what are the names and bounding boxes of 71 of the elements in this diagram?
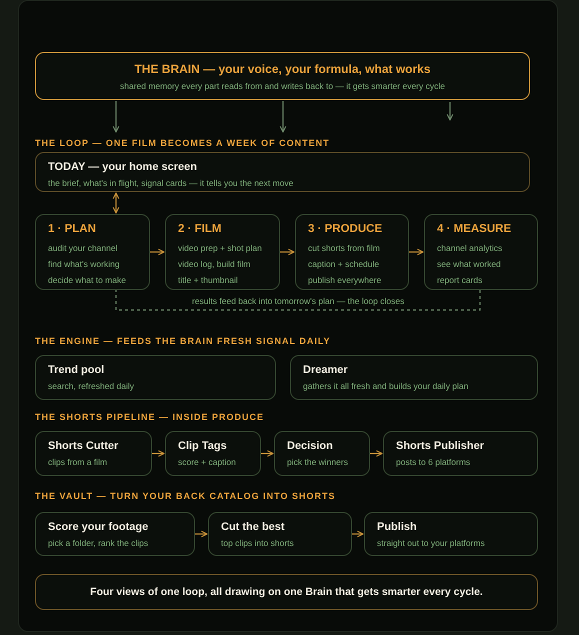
process-box	[364, 512, 538, 556]
node-description: the brief, what's in flight, signal cards — it tells you the next move	[48, 178, 294, 188]
node-description: search, refreshed daily	[48, 381, 135, 392]
arrow	[152, 450, 165, 457]
node-description: find what's working	[48, 259, 121, 270]
process-box	[35, 431, 152, 476]
node-title: Cut the best	[221, 521, 286, 533]
node-title: Trend pool	[48, 364, 106, 376]
node-title: Decision	[287, 440, 334, 452]
node-description: decide what to make	[48, 275, 127, 286]
process-box	[35, 355, 276, 400]
section-heading: THE ENGINE — FEEDS THE BRAIN FRESH SIGNAL DAILY	[35, 336, 331, 346]
process-box	[290, 355, 538, 400]
arrow	[352, 530, 364, 538]
node-title: Shorts Publisher	[396, 440, 486, 452]
node-description: report cards	[437, 275, 484, 286]
step-box	[424, 214, 538, 290]
node-description: straight out to your platforms	[377, 538, 486, 548]
step-box	[165, 214, 280, 290]
node-description: publish everywhere	[308, 275, 382, 286]
node-description: cut shorts from film	[308, 243, 381, 254]
arrow	[370, 450, 383, 457]
node-description: title + thumbnail	[178, 275, 239, 286]
node-description: audit your channel	[48, 243, 118, 254]
node-title: Four views of one loop, all drawing on one Brain that gets smarter every cycle.	[89, 586, 484, 598]
node-description: shared memory every part reads from and writes back to — it gets smarter every cycle	[118, 81, 446, 92]
node-description: video log, build film	[178, 259, 252, 270]
home-screen-box	[35, 152, 530, 192]
process-box	[165, 431, 261, 476]
node-title: Score your footage	[48, 521, 150, 533]
section-heading: THE SHORTS PIPELINE — INSIDE PRODUCE	[35, 412, 264, 422]
summary-box	[35, 574, 538, 610]
node-title: TODAY — your home screen	[48, 161, 198, 173]
node-description: gathers it all fresh and builds your daily plan	[303, 381, 470, 392]
node-description: clips from a film	[48, 457, 108, 468]
step-box	[295, 214, 409, 290]
arrow	[280, 101, 286, 133]
arrow	[150, 248, 165, 256]
node-description: channel analytics	[437, 243, 504, 254]
arrow	[280, 248, 295, 256]
node-title: 1 · PLAN	[48, 223, 97, 235]
arrow	[112, 192, 120, 214]
node-title: THE BRAIN — your voice, your formula, what works	[133, 62, 432, 76]
node-description: posts to 6 platforms	[396, 457, 472, 468]
process-box	[208, 512, 352, 556]
node-description: pick the winners	[287, 457, 349, 468]
arrow	[195, 530, 208, 538]
section-heading: THE LOOP — ONE FILM BECOMES A WEEK OF CONTENT	[35, 138, 330, 148]
node-description: pick a folder, rank the clips	[48, 538, 150, 548]
node-title: Dreamer	[303, 364, 349, 376]
node-title: Publish	[377, 521, 418, 533]
node-title: 2 · FILM	[178, 223, 222, 235]
node-title: Shorts Cutter	[48, 440, 120, 452]
process-box	[274, 431, 370, 476]
step-box	[35, 214, 150, 290]
arrow	[446, 102, 454, 121]
node-description: score + caption	[178, 457, 237, 468]
arrow	[409, 248, 424, 256]
section-heading: THE VAULT — TURN YOUR BACK CATALOG INTO SHORTS	[35, 491, 336, 501]
process-box	[35, 512, 195, 556]
node-description: see what worked	[437, 259, 502, 270]
arrow	[261, 450, 274, 457]
node-description: top clips into shorts	[221, 538, 295, 548]
arrow	[112, 101, 120, 133]
process-box	[383, 431, 538, 476]
node-description: caption + schedule	[308, 259, 380, 270]
node-title: Clip Tags	[178, 440, 228, 452]
node-description: video prep + shot plan	[178, 243, 263, 254]
node-title: 4 · MEASURE	[437, 223, 512, 235]
brain-box	[35, 52, 530, 100]
node-title: 3 · PRODUCE	[308, 223, 384, 235]
